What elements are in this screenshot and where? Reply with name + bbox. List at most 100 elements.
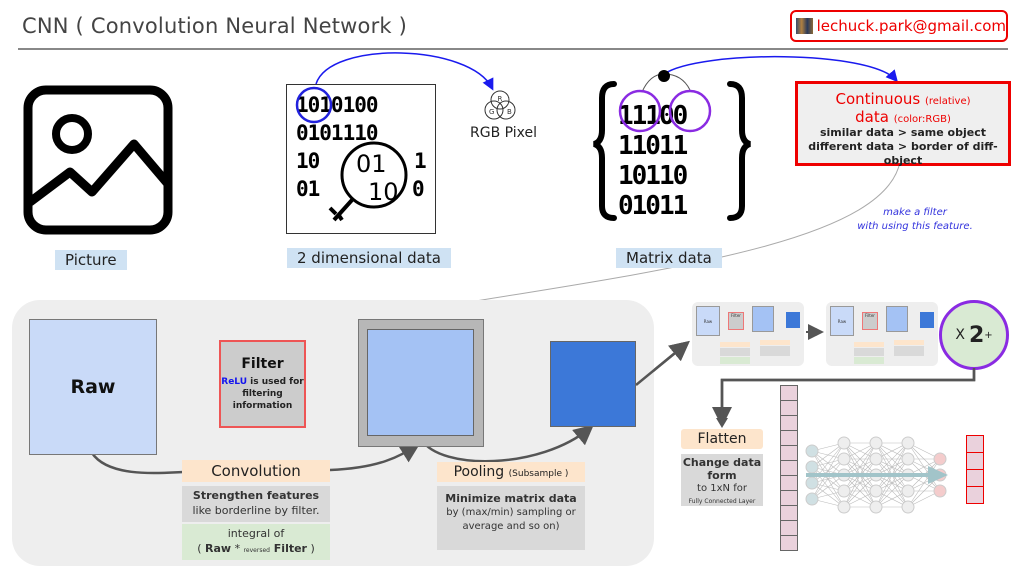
arrow-to-continuous	[663, 56, 898, 83]
nn-edge	[843, 458, 877, 508]
left-brace	[593, 81, 617, 221]
nn-node	[901, 436, 915, 450]
nn-node	[869, 452, 883, 466]
author-email-badge[interactable]: lechuck.park@gmail.com	[790, 10, 1008, 42]
nn-node	[805, 460, 819, 474]
nn-edge	[843, 474, 877, 508]
binary-row: 01	[296, 177, 320, 201]
output-cell	[966, 486, 984, 504]
binary-row: 1	[414, 149, 427, 173]
magnifier-handle	[328, 198, 354, 222]
nn-edge	[875, 442, 909, 476]
vector-cell	[780, 505, 798, 521]
nn-node	[805, 444, 819, 458]
nn-node	[869, 500, 883, 514]
nn-node	[837, 484, 851, 498]
two-dim-label: 2 dimensional data	[287, 248, 451, 268]
matrix-icon: 11100 11011 10110 01011	[593, 70, 751, 221]
matrix-anchor-dot	[658, 70, 670, 82]
fully-connected-network	[805, 436, 948, 514]
output-cell	[966, 469, 984, 487]
raw-matrix: Raw	[29, 319, 157, 455]
repeat-arrow	[806, 328, 822, 336]
flatten-desc: Change data form to 1xN for Fully Connec…	[681, 454, 763, 506]
binary-row: 1010100	[296, 93, 378, 117]
matrix-highlight-circle	[668, 89, 712, 133]
svg-text:G: G	[489, 108, 494, 116]
binary-row: 0101110	[296, 121, 378, 145]
output-cell	[966, 452, 984, 470]
matrix-row: 10110	[618, 161, 688, 191]
picture-icon	[23, 85, 173, 235]
feature-map	[367, 329, 474, 436]
pooled-map	[550, 341, 636, 427]
continuous-title: Continuous	[835, 90, 921, 108]
page-title: CNN ( Convolution Neural Network )	[22, 14, 408, 38]
matrix-row: 01011	[618, 191, 688, 221]
nn-edge	[875, 474, 909, 508]
vector-cell	[780, 430, 798, 446]
filter-hint: make a filter with using this feature.	[857, 207, 973, 232]
matrix-row: 11011	[618, 131, 688, 161]
nn-edge	[875, 458, 909, 508]
continuous-data-box: Continuous (relative) data (color:RGB) s…	[795, 81, 1011, 167]
nn-edge	[811, 442, 845, 468]
flattened-vector	[780, 385, 798, 551]
convolution-desc: Strengthen features like borderline by f…	[182, 486, 330, 522]
pooling-desc: Minimize matrix data by (max/min) sampli…	[437, 486, 585, 550]
matrix-highlight-circle	[618, 89, 662, 133]
header-divider	[18, 48, 1008, 50]
rgb-pixel-label: RGB Pixel	[470, 125, 538, 141]
vector-cell	[780, 415, 798, 431]
nn-node	[933, 484, 947, 498]
nn-edge	[843, 442, 877, 492]
nn-edge	[907, 458, 941, 508]
convolution-title: Convolution	[182, 460, 330, 482]
binary-row: 0	[412, 177, 425, 201]
continuous-desc: similar data > same object	[819, 126, 986, 139]
nn-node	[901, 452, 915, 466]
pooling-title: Pooling (Subsample )	[437, 462, 585, 482]
picture-label: Picture	[55, 250, 127, 270]
nn-edge	[875, 442, 909, 492]
vector-cell	[780, 400, 798, 416]
magnified-row: 01	[356, 150, 387, 178]
vector-cell	[780, 535, 798, 551]
nn-edge	[811, 442, 845, 500]
vector-cell	[780, 520, 798, 536]
vector-cell	[780, 475, 798, 491]
filter-title: Filter	[241, 356, 284, 372]
pixel-highlight-circle	[295, 86, 333, 124]
rgb-pixel-icon: R G B	[484, 90, 516, 120]
filter-box: Filter ReLU is used for filtering inform…	[219, 340, 306, 428]
repeat-thumbnail-1: Raw Filter	[692, 302, 804, 366]
output-cell	[966, 435, 984, 453]
nn-node	[805, 492, 819, 506]
svg-text:R: R	[498, 95, 503, 103]
nn-node	[901, 484, 915, 498]
nn-node	[837, 500, 851, 514]
magnified-row: 10	[368, 178, 399, 206]
nn-node	[805, 476, 819, 490]
vector-cell	[780, 460, 798, 476]
convolution-formula: integral of ( Raw * reversed Filter )	[182, 524, 330, 560]
nn-flow-arrow	[806, 466, 948, 484]
output-vector	[966, 435, 984, 504]
binary-grid: 1010100 0101110 10 1 01 0 01 10	[295, 86, 427, 222]
flatten-title: Flatten	[681, 429, 763, 449]
repeat-thumbnail-2: Raw Filter	[826, 302, 938, 366]
nn-edge	[811, 458, 845, 500]
nn-node	[837, 436, 851, 450]
right-brace	[727, 81, 751, 221]
continuous-desc: different data > border of diff-object	[808, 140, 998, 167]
nn-node	[837, 452, 851, 466]
matrix-label: Matrix data	[616, 248, 722, 268]
svg-text:B: B	[507, 108, 512, 116]
magnifier-lens	[340, 141, 408, 209]
nn-node	[869, 484, 883, 498]
nn-edge	[811, 474, 845, 500]
relu-label: ReLU	[221, 377, 248, 387]
